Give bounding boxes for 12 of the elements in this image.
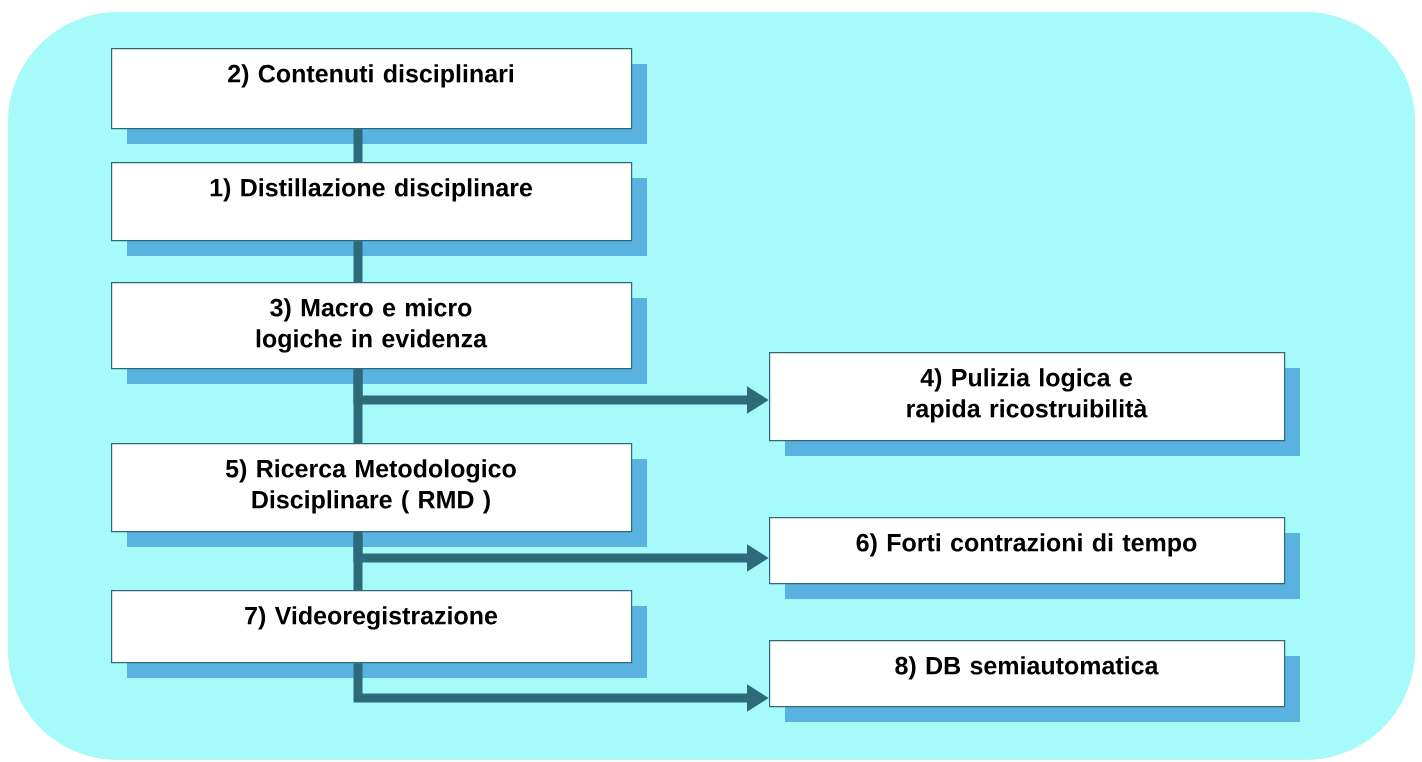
connector-line xyxy=(353,532,363,590)
connector-line xyxy=(353,369,363,443)
process-box: 6) Forti contrazioni di tempo xyxy=(769,517,1300,599)
process-box: 8) DB semiautomatica xyxy=(769,640,1300,722)
process-box: 4) Pulizia logica e rapida ricostruibilità xyxy=(769,352,1300,456)
connector-line xyxy=(353,241,363,282)
process-box: 1) Distillazione disciplinare xyxy=(111,162,647,256)
process-box: 3) Macro e micro logiche in evidenza xyxy=(111,282,647,384)
process-box: 7) Videoregistrazione xyxy=(111,590,647,678)
process-box: 2) Contenuti disciplinari xyxy=(111,48,647,144)
connector-line xyxy=(353,129,363,162)
process-box: 5) Ricerca Metodologico Disciplinare ( RMD ) xyxy=(111,443,647,547)
